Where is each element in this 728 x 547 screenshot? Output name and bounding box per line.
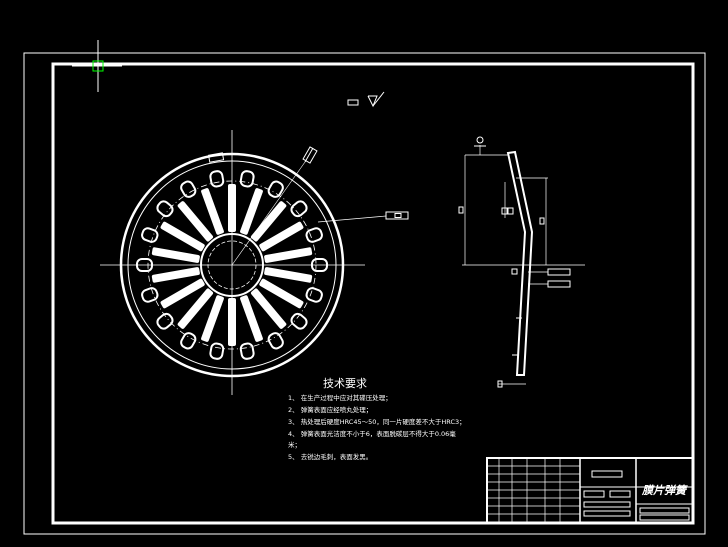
spring-finger (240, 188, 263, 235)
title-block-field-6 (639, 507, 690, 514)
finger-window (156, 312, 174, 330)
hub-circle (200, 233, 264, 297)
callout-box (385, 211, 409, 220)
tech-req-line-3: 3、 热处理后硬度HRC45～50，同一片硬度差不大于HRC3； (288, 417, 466, 426)
sheet-outer-border (23, 52, 706, 535)
spring-finger (151, 267, 200, 283)
finger-window (136, 258, 153, 272)
finger-window (290, 312, 308, 330)
spring-finger (250, 288, 287, 329)
title-block-field-4 (583, 501, 631, 508)
dimension-text-left (458, 206, 464, 214)
spring-finger (160, 221, 205, 252)
spring-finger (177, 201, 214, 242)
tech-req-line-5: 米； (288, 440, 301, 449)
rim-inner-circle (127, 160, 337, 370)
spring-profile (506, 150, 534, 376)
spring-finger (151, 247, 200, 263)
section-marker-icon (302, 146, 318, 164)
dimension-text-right (539, 217, 545, 225)
dimension-text-mid-2 (507, 207, 514, 215)
finger-window (239, 342, 255, 360)
title-block-field-7 (639, 514, 690, 521)
pitch-circle (147, 180, 317, 350)
finger-window (141, 287, 159, 303)
spring-fingers (151, 184, 313, 346)
center-hole-circle (207, 240, 257, 290)
title-block: 膜片弹簧 (486, 457, 694, 524)
section-leader (304, 147, 314, 163)
finger-window (305, 227, 323, 243)
spring-finger (264, 267, 313, 283)
diaphragm-spring-front-view (100, 130, 409, 395)
tech-req-line-1: 1、 在生产过程中应对其碟压处理； (288, 393, 392, 402)
finger-windows (136, 170, 328, 360)
finger-window (239, 170, 255, 188)
finger-window (267, 332, 284, 350)
title-block-field (591, 470, 623, 478)
spring-finger (177, 288, 214, 329)
callout-marker (511, 268, 518, 275)
crosshair-cursor-icon (72, 40, 122, 92)
finger-window (180, 332, 197, 350)
tech-req-line-6: 5、 去锐边毛刺，表面发黑。 (288, 452, 372, 461)
spring-finger (259, 221, 304, 252)
title-block-grid (487, 458, 580, 523)
finger-window (267, 180, 284, 198)
outer-rim-circle (119, 152, 345, 378)
radial-leader (231, 161, 306, 266)
finger-window (290, 200, 308, 218)
datum-symbol-icon (476, 136, 484, 144)
finger-window (305, 287, 323, 303)
finger-window (209, 342, 225, 360)
spring-finger (264, 247, 313, 263)
tech-req-line-4: 4、 弹簧表面光洁度不小于6，表面脱碳层不得大于0.06毫 (288, 429, 456, 438)
spring-finger (201, 295, 224, 342)
spring-finger (201, 188, 224, 235)
finger-window (311, 258, 328, 272)
tech-req-line-2: 2、 弹簧表面应经喷丸处理； (288, 405, 372, 414)
finger-window (156, 200, 174, 218)
technical-requirements: 技术要求 1、 在生产过程中应对其碟压处理； 2、 弹簧表面应经喷丸处理； 3、… (288, 377, 466, 461)
callout-leader (317, 215, 387, 223)
roughness-symbol-icon (347, 91, 385, 108)
title-block-frame (486, 457, 694, 524)
finger-window (209, 170, 225, 188)
finger-window (141, 227, 159, 243)
drawing-frame (51, 62, 695, 525)
finger-window (180, 180, 197, 198)
spring-finger (228, 184, 236, 232)
part-name: 膜片弹簧 (641, 484, 688, 497)
callout-box-inner (394, 213, 402, 218)
tech-req-title: 技术要求 (323, 377, 367, 390)
callout-box-right (547, 268, 571, 276)
callout-box-right-2 (547, 280, 571, 288)
title-block-field-5 (583, 510, 631, 517)
bottom-dimension-text (497, 380, 503, 388)
title-block-field-2 (583, 490, 605, 498)
spring-finger (228, 298, 236, 346)
diaphragm-spring-section-view (458, 136, 585, 388)
spring-finger (250, 201, 287, 242)
spring-finger (240, 295, 263, 342)
title-block-field-3 (609, 490, 631, 498)
spring-finger (259, 278, 304, 309)
spring-finger (160, 278, 205, 309)
diameter-note (208, 152, 225, 163)
dimension-text-mid (501, 207, 508, 215)
